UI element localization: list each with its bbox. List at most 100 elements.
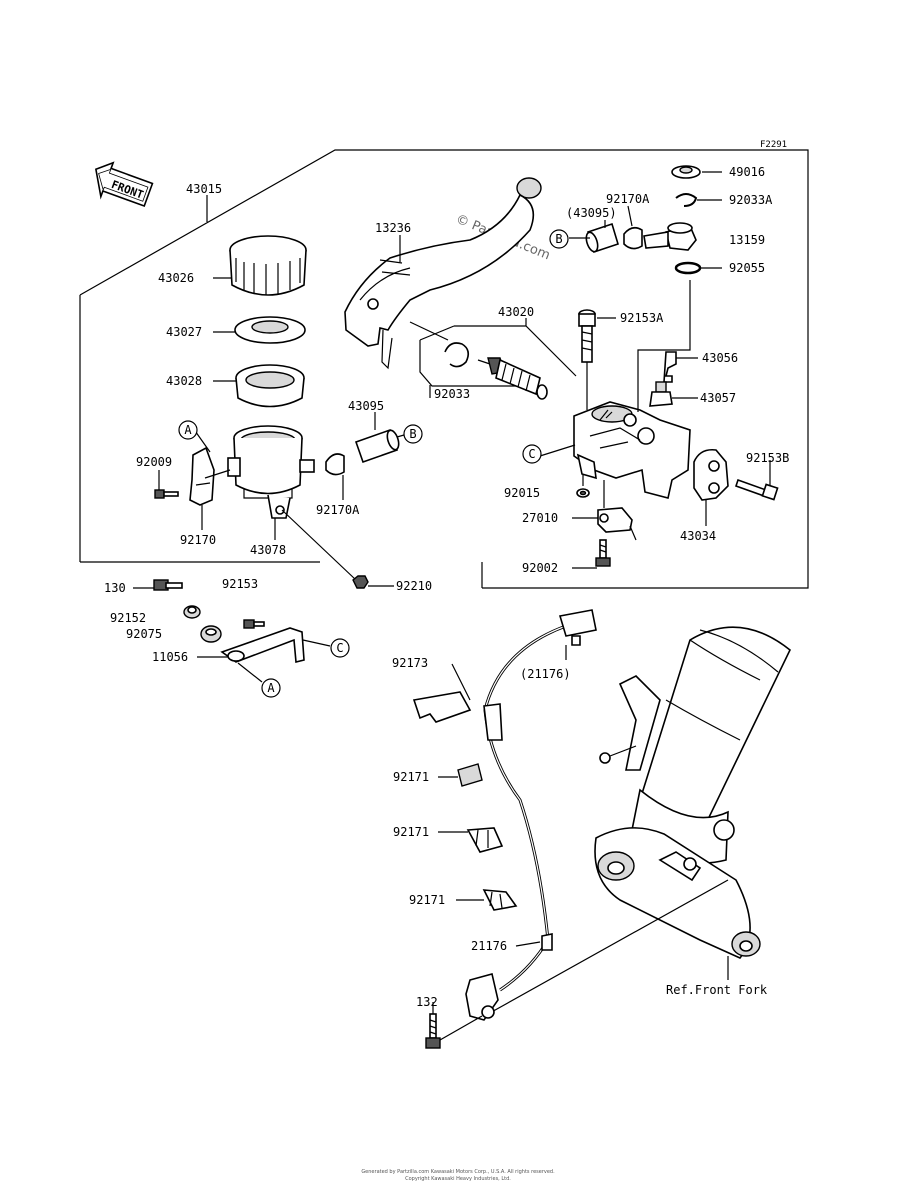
label-92009: 92009 <box>136 455 172 469</box>
leader-circle-b-mid <box>396 434 405 438</box>
label-43027: 43027 <box>166 325 202 339</box>
bleeder-valve-43056 <box>663 351 677 383</box>
label-92153b: 92153B <box>746 451 789 465</box>
washer-92015 <box>576 488 590 498</box>
piston-box-lines <box>419 340 544 387</box>
circlip-92033a <box>675 193 698 207</box>
label-13159: 13159 <box>729 233 765 247</box>
copyright-line-2: Copyright Kawasaki Heavy Industries, Ltd… <box>405 1176 511 1182</box>
hose-clamp-upper <box>623 226 643 250</box>
leader-circle-c-mid <box>539 444 576 457</box>
leader-circle-a-lower <box>237 662 263 683</box>
label-43095-ref: (43095) <box>566 206 617 220</box>
lever-axis-line <box>409 321 449 341</box>
label-ref-front-fork: Ref.Front Fork <box>666 983 768 997</box>
label-27010: 27010 <box>522 511 558 525</box>
grommet-92075 <box>200 625 222 643</box>
label-130: 130 <box>104 581 126 595</box>
label-92153a: 92153A <box>620 311 664 325</box>
fitting-43057 <box>649 381 673 407</box>
label-21176-ref: (21176) <box>520 667 571 681</box>
screw-92002 <box>595 539 611 567</box>
bracket-link <box>204 469 231 479</box>
elbow-fitting-13159 <box>643 222 697 251</box>
reservoir-body <box>227 425 315 519</box>
label-43057: 43057 <box>700 391 736 405</box>
leader-92173 <box>451 663 471 701</box>
brake-lever <box>344 177 542 370</box>
label-92075: 92075 <box>126 627 162 641</box>
label-11056: 11056 <box>152 650 188 664</box>
label-92170a: 92170A <box>316 503 360 517</box>
callout-c-lower: C <box>330 638 350 658</box>
callout-a-lower: A <box>261 678 281 698</box>
callout-b-top: B <box>549 229 569 249</box>
label-92170a-top: 92170A <box>606 192 650 206</box>
label-92171-1: 92171 <box>393 770 429 784</box>
label-43028: 43028 <box>166 374 202 388</box>
reservoir-diaphragm <box>235 364 305 408</box>
oring-92055 <box>674 261 702 275</box>
hose-clamp-92170a <box>325 453 345 476</box>
svg-text:B: B <box>409 427 416 441</box>
reservoir-diaphragm-plate <box>234 316 306 344</box>
label-92173: 92173 <box>392 656 428 670</box>
label-92055: 92055 <box>729 261 765 275</box>
reservoir-clamp-bracket <box>189 446 215 506</box>
diagram-code: F2291 <box>760 140 787 150</box>
bolt-130 <box>153 579 183 591</box>
label-43020: 43020 <box>498 305 534 319</box>
label-92002: 92002 <box>522 561 558 575</box>
label-43095: 43095 <box>348 399 384 413</box>
svg-text:B: B <box>555 232 562 246</box>
label-92015: 92015 <box>504 486 540 500</box>
label-43056: 43056 <box>702 351 738 365</box>
label-43034: 43034 <box>680 529 716 543</box>
label-21176: 21176 <box>471 939 507 953</box>
label-92153: 92153 <box>222 577 258 591</box>
brake-hose-21176 <box>465 609 597 1021</box>
label-92152: 92152 <box>110 611 146 625</box>
bolt-92153a <box>578 309 596 363</box>
bolt-132-axis <box>439 1015 483 1041</box>
label-92033a: 92033A <box>729 193 773 207</box>
svg-text:C: C <box>528 447 535 461</box>
reservoir-cap <box>229 235 307 296</box>
callout-c-mid: C <box>522 444 542 464</box>
leader-92210-link <box>281 509 357 581</box>
front-fork <box>594 626 791 959</box>
piston-box-top <box>419 325 455 341</box>
nut-92210 <box>352 575 369 589</box>
collar-92152 <box>183 605 201 619</box>
hose-upper <box>585 222 619 254</box>
screw-92009 <box>154 489 179 499</box>
svg-text:A: A <box>184 423 192 437</box>
leader-circle-c-lower <box>302 639 331 647</box>
leader-92170a-top <box>627 205 633 227</box>
brake-switch-27010 <box>597 507 637 541</box>
clip-92171-3 <box>482 889 518 911</box>
assembly-frame <box>79 149 809 589</box>
svg-text:C: C <box>336 641 343 655</box>
label-92171-3: 92171 <box>409 893 445 907</box>
reservoir-hose <box>354 428 400 464</box>
copyright-line-1: Generated by Partzilla.com Kawasaki Moto… <box>361 1169 555 1175</box>
label-43015: 43015 <box>186 182 222 196</box>
label-43078: 43078 <box>250 543 286 557</box>
callout-a-top: A <box>178 420 198 440</box>
leader-21176 <box>515 941 541 947</box>
hose-clamp-92173 <box>412 691 472 723</box>
grommet-92171-1 <box>457 763 483 787</box>
master-cylinder-body <box>573 401 691 499</box>
svg-text:A: A <box>267 681 275 695</box>
circlip-92033 <box>444 342 470 368</box>
cap-49016 <box>671 165 701 179</box>
clip-92171-2 <box>466 827 504 853</box>
label-92170: 92170 <box>180 533 216 547</box>
clamp-holder-43034 <box>693 448 729 501</box>
bolt-92153b <box>734 478 779 501</box>
label-43026: 43026 <box>158 271 194 285</box>
fork-link-line <box>487 879 729 1015</box>
leader-oring-to-body <box>637 280 691 412</box>
